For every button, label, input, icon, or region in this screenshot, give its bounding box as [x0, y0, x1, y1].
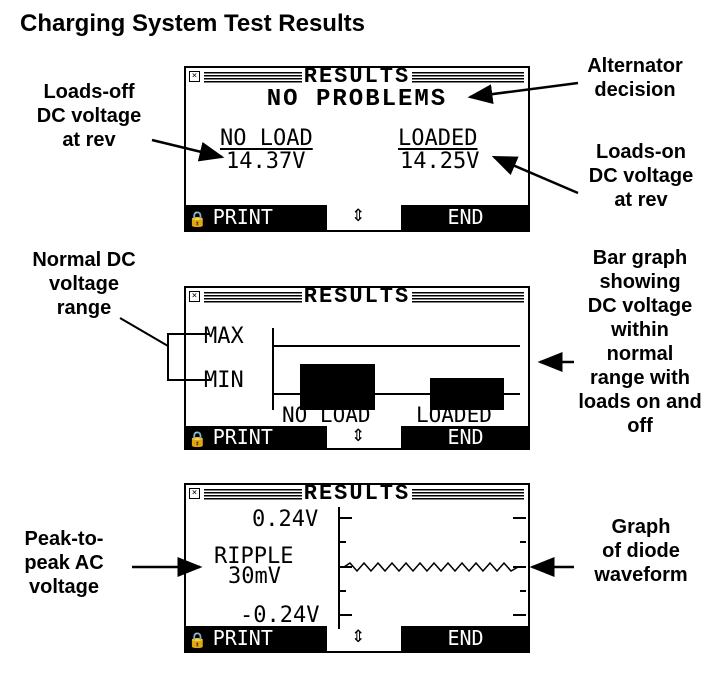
screen-titlebar: × RESULTS [186, 483, 528, 506]
max-label: MAX [204, 324, 244, 349]
screen-title: RESULTS [301, 286, 413, 309]
print-label: PRINT [212, 626, 273, 650]
arrow-loads-off [151, 138, 225, 162]
no-load-bar-label: NO LOAD [282, 403, 371, 427]
close-box-icon: × [189, 71, 200, 82]
up-down-arrow-icon[interactable]: ⇕ [351, 206, 366, 226]
diode-waveform-graph [338, 507, 526, 629]
page-heading: Charging System Test Results [20, 10, 365, 37]
ripple-label: RIPPLE [214, 544, 294, 569]
alternator-decision: NO PROBLEMS [266, 86, 448, 113]
loaded-bar [430, 378, 504, 410]
end-softkey[interactable]: END [401, 426, 528, 448]
up-down-arrow-icon[interactable]: ⇕ [351, 426, 366, 446]
ripple-waveform [343, 561, 519, 573]
top-scale-value: 0.24V [252, 507, 319, 532]
loaded-voltage: 14.25V [400, 149, 480, 174]
end-softkey[interactable]: END [401, 205, 528, 230]
no-load-voltage: 14.37V [226, 149, 306, 174]
print-label: PRINT [212, 425, 273, 449]
lock-icon: 🔒 [188, 210, 207, 228]
end-softkey[interactable]: END [401, 626, 528, 651]
arrow-loads-on [491, 155, 579, 195]
softkey-bar: 🔒 PRINT ⇕ END [186, 426, 528, 448]
results-screen-bar-graph: × RESULTS MAX MIN NO LOAD LOADED 🔒 PRINT … [184, 286, 530, 450]
close-box-icon: × [189, 488, 200, 499]
print-label: PRINT [212, 205, 273, 229]
softkey-bar: 🔒 PRINT ⇕ END [186, 205, 528, 230]
loaded-header: LOADED [398, 126, 478, 151]
print-softkey[interactable]: 🔒 PRINT [186, 626, 327, 651]
min-label: MIN [204, 368, 244, 393]
screen-titlebar: × RESULTS [186, 66, 528, 89]
screen-title: RESULTS [301, 66, 413, 89]
up-down-arrow-icon[interactable]: ⇕ [351, 627, 366, 647]
close-box-icon: × [189, 291, 200, 302]
print-softkey[interactable]: 🔒 PRINT [186, 426, 327, 448]
screen-titlebar: × RESULTS [186, 286, 528, 309]
no-load-header: NO LOAD [220, 126, 313, 151]
ripple-value: 30mV [228, 564, 281, 589]
no-load-bar [300, 364, 375, 410]
normal-range-bracket [167, 333, 210, 381]
results-screen-ripple: × RESULTS 0.24V RIPPLE 30mV -0.24V 🔒 PRIN… [184, 483, 530, 653]
voltage-bar-graph [272, 328, 520, 410]
print-softkey[interactable]: 🔒 PRINT [186, 205, 327, 230]
arrow-alternator-decision [467, 81, 579, 105]
softkey-bar: 🔒 PRINT ⇕ END [186, 626, 528, 651]
range-leader-line [119, 317, 169, 347]
lock-icon: 🔒 [188, 430, 207, 448]
loaded-bar-label: LOADED [416, 403, 492, 427]
bottom-scale-value: -0.24V [240, 603, 320, 628]
lock-icon: 🔒 [188, 631, 207, 649]
screen-title: RESULTS [301, 483, 413, 506]
